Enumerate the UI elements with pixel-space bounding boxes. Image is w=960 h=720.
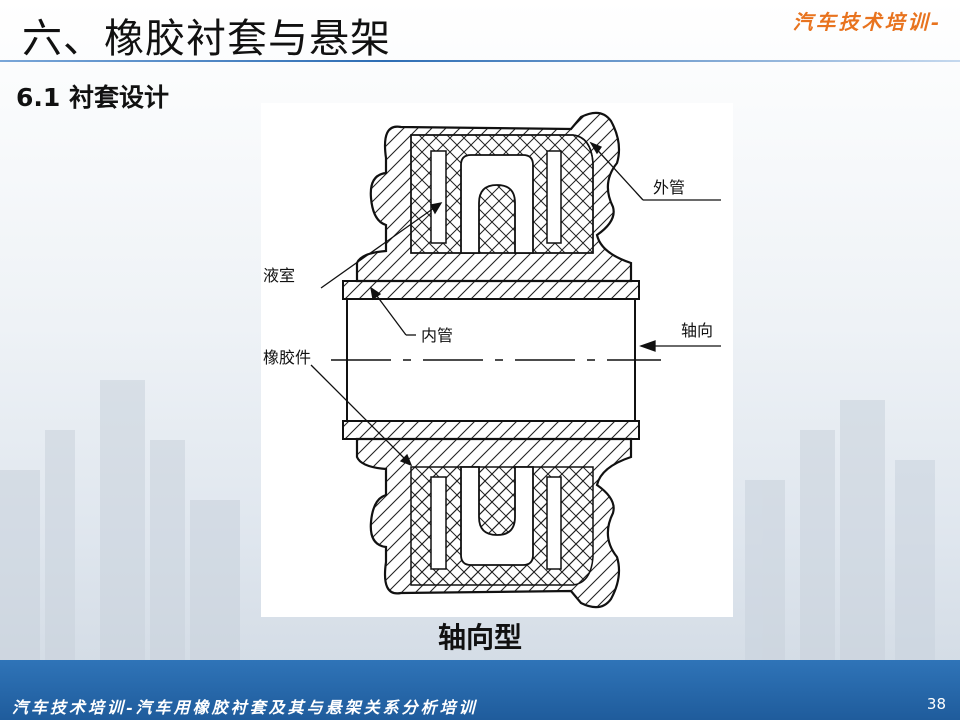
outer-tube-lower <box>355 437 633 609</box>
section-subtitle: 6.1 衬套设计 <box>16 83 169 112</box>
footer-title: 汽车技术培训-汽车用橡胶衬套及其与悬架关系分析培训 <box>12 698 478 717</box>
label-outer-tube: 外管 <box>653 178 685 197</box>
brand-header: 汽车技术培训- <box>792 10 942 34</box>
bushing-diagram: 外管 液室 内管 轴向 橡胶件 <box>263 111 721 609</box>
slide-title: 六、橡胶衬套与悬架 <box>22 16 391 62</box>
title-underline <box>0 60 960 62</box>
bushing-cross-section-figure: 外管 液室 内管 轴向 橡胶件 <box>261 103 733 617</box>
label-axial: 轴向 <box>681 321 713 340</box>
label-rubber-part: 橡胶件 <box>263 348 311 367</box>
leader-lines <box>310 141 721 467</box>
label-inner-tube: 内管 <box>421 326 453 345</box>
figure-caption: 轴向型 <box>437 621 522 654</box>
label-fluid-chamber: 液室 <box>263 266 295 285</box>
rubber-part-upper <box>410 134 594 254</box>
page-number: 38 <box>926 695 946 713</box>
footer-bar: 汽车技术培训-汽车用橡胶衬套及其与悬架关系分析培训 38 <box>0 660 960 720</box>
